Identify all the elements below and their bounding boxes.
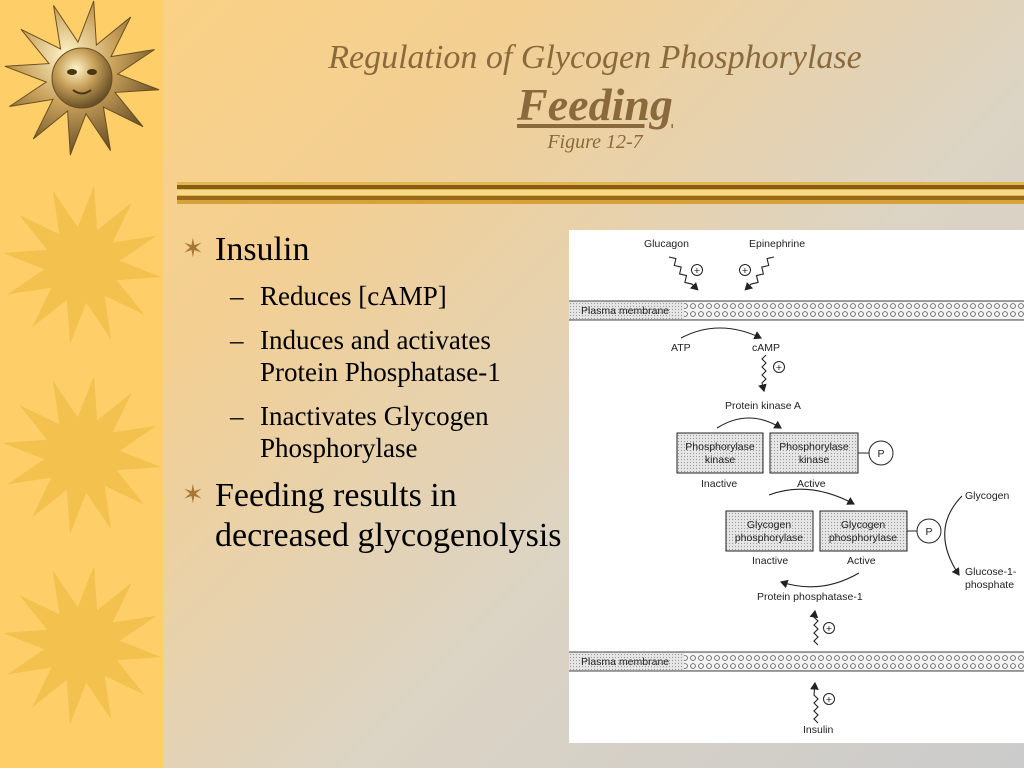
box-label: kinase [705, 454, 736, 466]
plus-circle-icon [739, 264, 751, 276]
bullet-text: Feeding results in decreased glycogenoly… [215, 477, 562, 554]
atp-to-camp-arrow [680, 327, 762, 340]
bullet-insulin: ✶ Insulin [180, 230, 565, 270]
plus-circle-icon [823, 622, 835, 634]
glucagon-label: Glucagon [644, 238, 689, 250]
box-label: Glycogen [841, 519, 886, 531]
box-label: phosphorylase [829, 532, 897, 544]
box-label: Phosphorylase [779, 441, 849, 453]
glucose-1-phosphate-label: phosphate [965, 579, 1014, 591]
title-block: Regulation of Glycogen Phosphorylase Fee… [170, 38, 1020, 154]
phosphate-icon [916, 518, 942, 544]
protein-phosphatase-1-label: Protein phosphatase-1 [757, 591, 863, 603]
phosphorylase-kinase-inactive-box [676, 432, 764, 474]
epinephrine-label: Epinephrine [749, 238, 805, 250]
sun-icon [2, 565, 162, 725]
plus-sign: + [826, 623, 832, 635]
sun-decorations [2, 0, 162, 725]
glycogen-phosphorylase-inactive-box [725, 510, 814, 552]
glycogen-phosphorylase-active-box [819, 510, 908, 552]
plasma-membrane-label: Plasma membrane [581, 305, 669, 317]
epinephrine-arrow [744, 256, 775, 291]
bullet-feeding: ✶ Feeding results in decreased glycogeno… [180, 476, 565, 556]
active-label: Active [797, 478, 826, 490]
plus-circle-icon [773, 361, 785, 373]
pka-arrow [716, 417, 782, 429]
plus-sign: + [826, 694, 832, 706]
camp-label: cAMP [752, 342, 780, 354]
sub-bullet: – Induces and activates Protein Phosphat… [180, 324, 565, 388]
sun-icon [2, 375, 162, 535]
phosphate-label: P [877, 448, 884, 460]
box-label: Phosphorylase [685, 441, 755, 453]
box-label: kinase [799, 454, 830, 466]
star-bullet-icon: ✶ [182, 234, 204, 264]
sun-icon [2, 185, 162, 345]
plus-sign: + [742, 265, 748, 277]
plasma-membrane-label: Plasma membrane [581, 656, 669, 668]
phosphorylase-kinase-active-box [769, 432, 859, 474]
phosphate-label: P [925, 526, 932, 538]
dash-bullet: – [230, 401, 244, 431]
phosphate-icon [868, 440, 894, 466]
dash-bullet: – [230, 325, 244, 355]
insulin-label: Insulin [803, 724, 834, 736]
plus-sign: + [694, 265, 700, 277]
insulin-to-phosphatase-arrow [809, 609, 819, 646]
figure-caption: Figure 12-7 [547, 131, 643, 153]
bullet-list: ✶ Insulin – Reduces [cAMP] – Induces and… [180, 230, 565, 566]
bullet-text: Insulin [215, 231, 310, 268]
pathway-diagram: Glucagon Epinephrine + + Plasma membrane… [569, 238, 1024, 736]
inactive-label: Inactive [701, 478, 737, 490]
camp-to-pka-arrow [758, 354, 767, 393]
active-label: Active [847, 555, 876, 567]
glycogen-label: Glycogen [965, 490, 1010, 502]
dephosphorylation-arrow [779, 572, 860, 589]
title-divider [177, 182, 1024, 204]
box-label: phosphorylase [735, 532, 803, 544]
kinase-activation-arrow [768, 488, 855, 505]
glucagon-arrow [668, 256, 699, 291]
star-bullet-icon: ✶ [182, 480, 204, 510]
sun-icon [4, 0, 160, 156]
atp-label: ATP [671, 342, 691, 354]
plus-circle-icon [691, 264, 703, 276]
sub-bullet: – Reduces [cAMP] [180, 280, 565, 312]
pathway-figure: Glucagon Epinephrine + + Plasma membrane… [569, 230, 1024, 743]
sub-bullet: – Inactivates Glycogen Phosphorylase [180, 400, 565, 464]
dash-bullet: – [230, 281, 244, 311]
sub-bullet-text: Induces and activates Protein Phosphatas… [260, 325, 501, 387]
plus-circle-icon [823, 693, 835, 705]
glycogen-breakdown-arrow [944, 495, 963, 576]
sub-bullet-text: Inactivates Glycogen Phosphorylase [260, 401, 489, 463]
slide-subtitle: Feeding [517, 79, 673, 130]
insulin-arrow [810, 681, 819, 724]
box-label: Glycogen [747, 519, 792, 531]
slide-title: Regulation of Glycogen Phosphorylase [328, 39, 862, 76]
plus-sign: + [776, 362, 782, 374]
glucose-1-phosphate-label: Glucose-1- [965, 566, 1017, 578]
decorative-sidebar [0, 0, 163, 768]
protein-kinase-a-label: Protein kinase A [725, 400, 801, 412]
inactive-label: Inactive [752, 555, 788, 567]
sub-bullet-text: Reduces [cAMP] [260, 281, 447, 311]
